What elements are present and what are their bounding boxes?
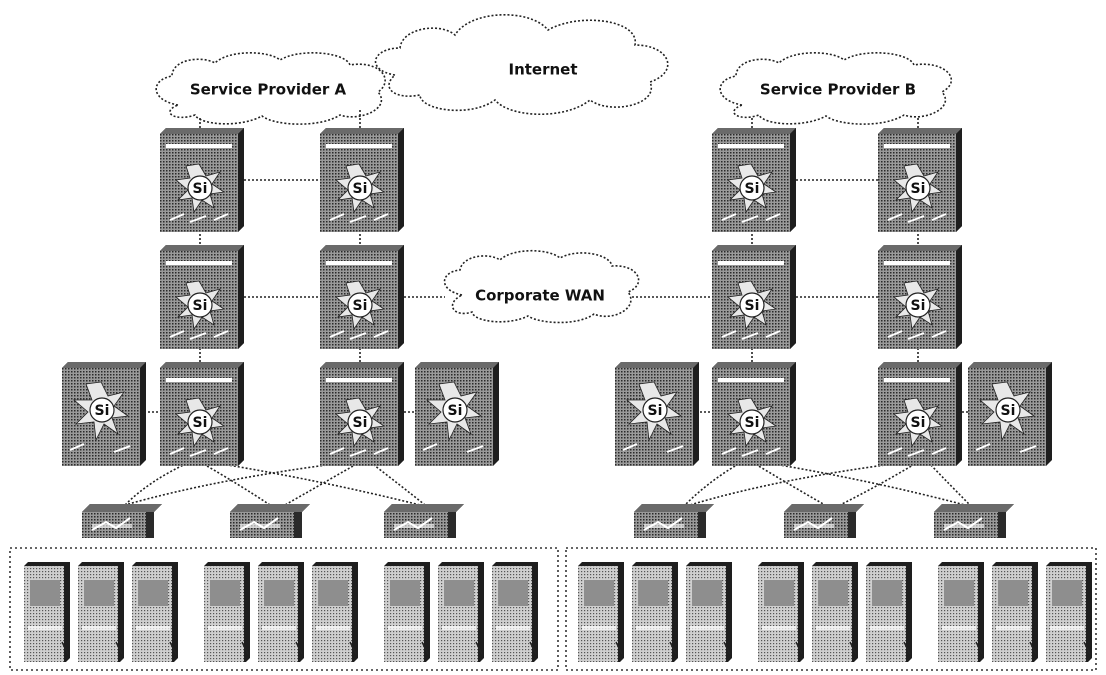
cloud-icon	[443, 249, 640, 324]
route-switch-icon[interactable]	[62, 362, 146, 466]
server-farm-right	[565, 547, 1097, 671]
link	[199, 461, 271, 506]
cloud-label-internet: Internet	[508, 61, 577, 79]
multilayer-switch-icon[interactable]	[160, 362, 244, 466]
multilayer-switch-icon[interactable]	[878, 245, 962, 349]
multilayer-switch-icon[interactable]	[878, 128, 962, 232]
cloud-provider-a: Service Provider A	[155, 52, 386, 125]
cloud-icon	[374, 13, 669, 115]
server-icon[interactable]	[492, 562, 538, 662]
server-icon[interactable]	[758, 562, 804, 662]
cloud-label-corporate-wan: Corporate WAN	[475, 287, 605, 305]
server-icon[interactable]	[312, 562, 358, 662]
link	[369, 461, 426, 506]
workgroup-switch-icon[interactable]	[784, 504, 864, 538]
server-icon[interactable]	[1046, 562, 1092, 662]
link	[839, 461, 919, 506]
server-icon[interactable]	[578, 562, 624, 662]
multilayer-switch-icon[interactable]	[878, 362, 962, 466]
cloud-icon	[719, 52, 953, 125]
access-switches	[82, 504, 1014, 538]
link	[124, 461, 191, 506]
server-icon[interactable]	[438, 562, 484, 662]
server-icon[interactable]	[258, 562, 304, 662]
route-switch-icon[interactable]	[615, 362, 699, 466]
cloud-internet: Internet	[374, 13, 669, 115]
multilayer-switch-icon[interactable]	[320, 362, 404, 466]
server-icon[interactable]	[132, 562, 178, 662]
route-switch-icon[interactable]	[415, 362, 499, 466]
server-icon[interactable]	[938, 562, 984, 662]
cloud-label-provider-b: Service Provider B	[760, 81, 916, 99]
server-icon[interactable]	[992, 562, 1038, 662]
servers-left	[24, 562, 538, 662]
server-icon[interactable]	[24, 562, 70, 662]
server-icon[interactable]	[204, 562, 250, 662]
multilayer-switch-icon[interactable]	[712, 128, 796, 232]
server-icon[interactable]	[78, 562, 124, 662]
link	[209, 461, 421, 506]
cloud-corporate-wan: Corporate WAN	[443, 249, 640, 324]
servers-right	[578, 562, 1092, 662]
link	[124, 461, 351, 506]
link	[684, 461, 743, 506]
cloud-provider-b: Service Provider B	[719, 52, 953, 125]
multilayer-switch-icon[interactable]	[320, 128, 404, 232]
multilayer-switch-icon[interactable]	[712, 245, 796, 349]
server-icon[interactable]	[686, 562, 732, 662]
workgroup-switch-icon[interactable]	[230, 504, 310, 538]
workgroup-switch-icon[interactable]	[634, 504, 714, 538]
server-icon[interactable]	[812, 562, 858, 662]
cloud-label-provider-a: Service Provider A	[190, 81, 347, 99]
workgroup-switch-icon[interactable]	[934, 504, 1014, 538]
workgroup-switch-icon[interactable]	[82, 504, 162, 538]
server-icon[interactable]	[866, 562, 912, 662]
workgroup-switch-icon[interactable]	[384, 504, 464, 538]
route-switch-icon[interactable]	[968, 362, 1052, 466]
server-icon[interactable]	[632, 562, 678, 662]
server-icon[interactable]	[384, 562, 430, 662]
multilayer-switch-icon[interactable]	[160, 128, 244, 232]
multilayer-switch-icon[interactable]	[320, 245, 404, 349]
link	[927, 461, 971, 506]
multilayer-switch-icon[interactable]	[160, 245, 244, 349]
multilayer-switch-icon[interactable]	[712, 362, 796, 466]
link	[284, 461, 361, 506]
link	[751, 461, 826, 506]
cloud-icon	[155, 52, 386, 125]
